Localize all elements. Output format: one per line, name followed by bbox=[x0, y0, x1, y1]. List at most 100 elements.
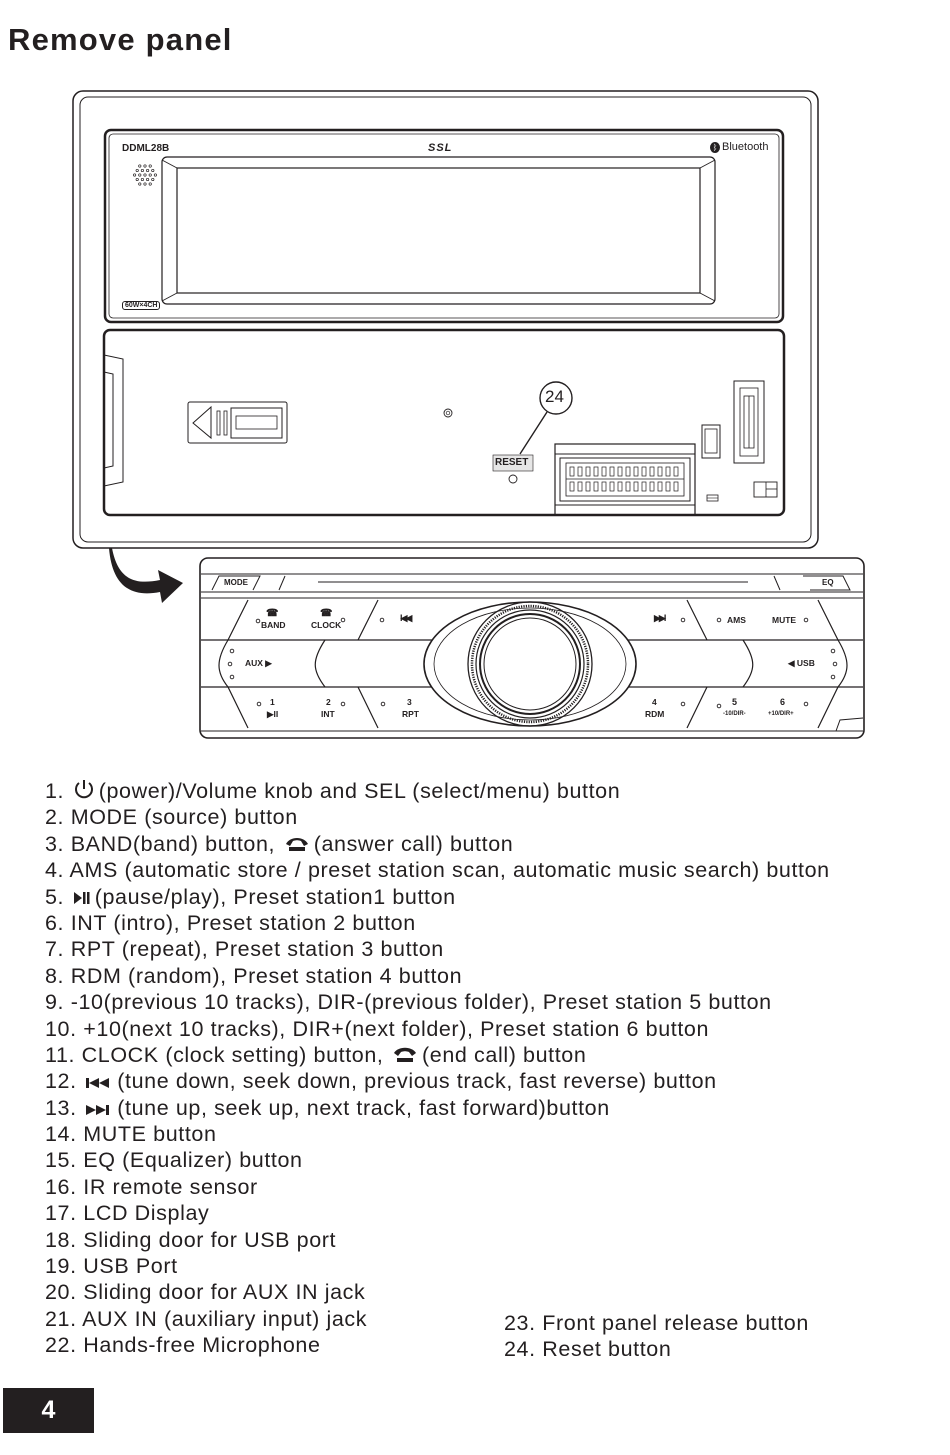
reset-label[interactable]: RESET bbox=[495, 457, 529, 468]
preset-6-number[interactable]: 6 bbox=[780, 697, 786, 707]
connector-pin bbox=[673, 466, 679, 477]
legend-item-text: Hands-free Microphone bbox=[83, 1333, 321, 1358]
callout-24-circle bbox=[539, 381, 573, 415]
model-label: DDML28B bbox=[122, 143, 170, 154]
volume-knob bbox=[423, 601, 637, 727]
clock-button[interactable]: CLOCK bbox=[311, 620, 342, 630]
legend-item-text: AUX IN (auxiliary input) jack bbox=[82, 1306, 368, 1331]
indicator-dot bbox=[229, 648, 235, 654]
microphone-hole bbox=[138, 164, 142, 168]
preset-2-number[interactable]: 2 bbox=[326, 697, 331, 707]
indicator-dot bbox=[255, 618, 261, 624]
preset-1-number[interactable]: 1 bbox=[270, 697, 275, 707]
legend-item-number: 18. bbox=[45, 1227, 77, 1252]
chassis-inner bbox=[79, 96, 812, 543]
preset-5-dir-down[interactable]: -10/DIR- bbox=[723, 711, 746, 717]
indicator-dot bbox=[379, 617, 385, 623]
connector-pin bbox=[593, 481, 599, 492]
preset-4-rdm[interactable]: RDM bbox=[645, 709, 665, 719]
legend-item-text: MUTE button bbox=[83, 1122, 217, 1147]
connector-pin bbox=[569, 466, 575, 477]
legend-item: 1. (power)/Volume knob and SEL (select/m… bbox=[45, 778, 830, 804]
legend-item-number: 4. bbox=[45, 858, 65, 883]
ams-button[interactable]: AMS bbox=[727, 615, 746, 625]
power-badge: 60W×4CH bbox=[122, 301, 161, 310]
indicator-dot bbox=[830, 674, 836, 680]
indicator-dot bbox=[716, 617, 722, 623]
brand-logo: SSL bbox=[428, 142, 453, 154]
connector-pin bbox=[601, 481, 607, 492]
legend-item: 9. -10(previous 10 tracks), DIR-(previou… bbox=[45, 989, 830, 1015]
legend-item: 4. AMS (automatic store / preset station… bbox=[45, 857, 830, 883]
microphone-hole bbox=[146, 168, 150, 173]
preset-5-number[interactable]: 5 bbox=[732, 697, 738, 707]
eq-button[interactable]: EQ bbox=[822, 578, 834, 587]
next-track-button[interactable]: ▶▶I bbox=[654, 613, 666, 623]
ir-sensor bbox=[443, 408, 453, 418]
microphone-hole bbox=[148, 164, 152, 168]
lcd-display bbox=[161, 156, 716, 305]
legend-item-number: 22. bbox=[45, 1333, 77, 1358]
legend-item-text: MODE (source) button bbox=[70, 805, 298, 830]
legend-item: 7. RPT (repeat), Preset station 3 button bbox=[45, 936, 830, 962]
connector-pin bbox=[625, 481, 631, 492]
indicator-dot bbox=[680, 617, 686, 623]
preset-1-play-pause[interactable]: ▶II bbox=[267, 709, 279, 719]
microphone-hole bbox=[151, 177, 155, 182]
legend-item-text: (answer call) button bbox=[313, 831, 514, 856]
microphone-hole bbox=[143, 173, 147, 177]
legend-item-text: AMS (automatic store / preset station sc… bbox=[69, 858, 830, 883]
indicator-dot bbox=[830, 648, 836, 654]
legend-item: 16. IR remote sensor bbox=[45, 1174, 830, 1200]
legend-item-text: INT (intro), Preset station 2 button bbox=[70, 910, 416, 935]
microphone-hole bbox=[153, 173, 157, 177]
legend-item-number: 21. bbox=[45, 1306, 77, 1331]
indicator-dot bbox=[340, 701, 346, 707]
legend-item: 11. CLOCK (clock setting) button, (end c… bbox=[45, 1042, 830, 1068]
legend-item-number: 17. bbox=[45, 1201, 77, 1226]
legend-item-number: 24. bbox=[504, 1337, 536, 1362]
preset-4-number[interactable]: 4 bbox=[652, 697, 657, 707]
indicator-dot bbox=[680, 701, 686, 707]
prev-track-button[interactable]: I◀◀ bbox=[400, 613, 412, 623]
indicator-dot bbox=[380, 701, 386, 707]
connector-pin bbox=[585, 481, 591, 492]
legend-item-text: +10(next 10 tracks), DIR+(next folder), … bbox=[83, 1016, 710, 1041]
chassis-outer bbox=[72, 90, 819, 549]
connector-pin bbox=[641, 466, 647, 477]
legend-item: 6. INT (intro), Preset station 2 button bbox=[45, 910, 830, 936]
legend-item-text: IR remote sensor bbox=[83, 1174, 258, 1199]
reset-button bbox=[508, 474, 518, 484]
preset-6-dir-up[interactable]: +10/DIR+ bbox=[768, 711, 794, 717]
aux-door[interactable]: AUX ▶ bbox=[245, 658, 272, 668]
bluetooth-icon: ᛒ bbox=[710, 142, 720, 153]
legend-item: 13. (tune up, seek up, next track, fast … bbox=[45, 1095, 830, 1121]
legend-item: 20. Sliding door for AUX IN jack bbox=[45, 1279, 830, 1305]
legend-item-text: (pause/play), Preset station1 button bbox=[94, 884, 456, 909]
legend-item-number: 13. bbox=[45, 1095, 77, 1120]
legend-item-number: 15. bbox=[45, 1148, 77, 1173]
microphone-hole bbox=[148, 182, 152, 186]
front-panel-release-button bbox=[187, 401, 288, 444]
connector-pin bbox=[625, 466, 631, 477]
legend-item: 10. +10(next 10 tracks), DIR+(next folde… bbox=[45, 1016, 830, 1042]
usb-door[interactable]: ◀ USB bbox=[788, 658, 815, 668]
legend-item-number: 20. bbox=[45, 1280, 77, 1305]
legend-item-number: 19. bbox=[45, 1254, 77, 1279]
preset-2-int[interactable]: INT bbox=[321, 709, 335, 719]
usb-port-slot bbox=[733, 380, 765, 464]
legend-item: 23. Front panel release button bbox=[504, 1310, 809, 1336]
legend-item-number: 16. bbox=[45, 1174, 77, 1199]
panel-connector bbox=[554, 443, 696, 516]
connector-pin bbox=[617, 466, 623, 477]
preset-3-number[interactable]: 3 bbox=[407, 697, 412, 707]
preset-3-rpt[interactable]: RPT bbox=[402, 709, 419, 719]
mode-button[interactable]: MODE bbox=[224, 578, 248, 587]
display-face bbox=[103, 128, 785, 324]
mute-button[interactable]: MUTE bbox=[772, 615, 797, 625]
microphone-hole bbox=[148, 173, 152, 177]
legend-item-number: 7. bbox=[45, 937, 65, 962]
band-button[interactable]: BAND bbox=[261, 620, 286, 630]
